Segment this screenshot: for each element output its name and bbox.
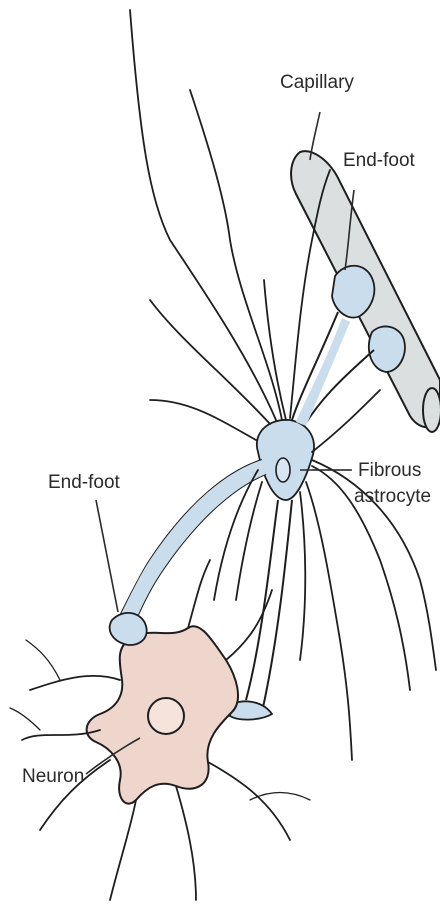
label-neuron: Neuron xyxy=(22,766,84,787)
neuron xyxy=(10,560,310,900)
label-capillary: Capillary xyxy=(280,72,354,93)
label-fibrous: Fibrous xyxy=(358,460,421,481)
leader-end-foot-left xyxy=(96,500,118,612)
label-astrocyte: astrocyte xyxy=(354,486,431,507)
label-end-foot-top: End-foot xyxy=(343,150,416,171)
label-end-foot-left: End-foot xyxy=(48,472,121,493)
